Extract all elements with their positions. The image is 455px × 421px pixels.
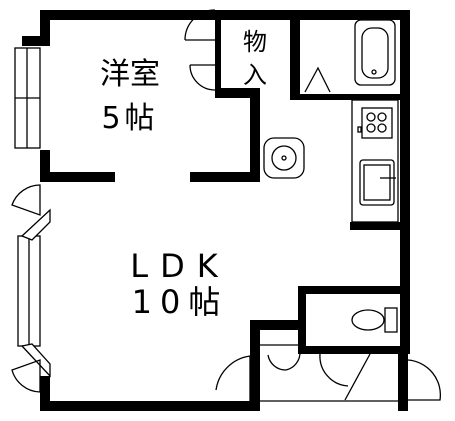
sink xyxy=(359,159,395,206)
wall-bath-bottom xyxy=(300,94,400,100)
wall-entry-left xyxy=(250,320,260,411)
wall-western-bottom-left xyxy=(40,172,115,182)
door-entry-right xyxy=(407,359,442,401)
room-label-storage-2: 入 xyxy=(243,61,267,89)
wall-left-notch xyxy=(22,36,50,46)
door-entry-main xyxy=(215,355,251,401)
door-swing-lower-left xyxy=(11,359,41,393)
toilet-bowl xyxy=(351,309,385,331)
door-swing-upper-left xyxy=(11,184,41,216)
room-label-western: 洋室 xyxy=(100,57,160,92)
wall-kitchen-end xyxy=(350,222,410,230)
room-size-western: 5帖 xyxy=(101,101,159,136)
kitchen-counter xyxy=(351,99,399,223)
wall-entry-right xyxy=(398,354,408,411)
washbasin xyxy=(263,137,305,179)
door-toilet xyxy=(319,353,349,387)
window-bay-bottom xyxy=(20,343,51,378)
toilet-tank xyxy=(384,307,398,333)
wall-left-upper xyxy=(40,10,50,42)
walls xyxy=(22,10,410,411)
wall-right-upper xyxy=(400,10,410,290)
wall-western-bottom-right xyxy=(190,172,260,182)
wall-left-mid xyxy=(40,150,50,182)
room-size-ldk: 10帖 xyxy=(131,283,229,321)
wall-bottom xyxy=(40,401,256,411)
room-label-storage-1: 物 xyxy=(243,28,267,56)
wall-right-lower xyxy=(400,290,410,354)
wall-toilet-top xyxy=(298,286,410,294)
wall-entry-top xyxy=(250,320,300,330)
room-label-ldk: LDK xyxy=(130,247,230,285)
wall-top xyxy=(40,10,410,20)
window-bay-top xyxy=(20,208,51,241)
wall-toilet-bottom xyxy=(298,346,410,354)
wall-western-right xyxy=(250,96,260,182)
fixtures xyxy=(11,9,442,402)
stove xyxy=(361,107,393,139)
wall-storage-bottom xyxy=(215,88,260,98)
bath-door xyxy=(304,66,331,93)
wall-storage-right xyxy=(290,10,300,100)
wall-left-lower xyxy=(40,376,50,411)
bathtub xyxy=(354,19,396,86)
door-storage xyxy=(184,9,216,41)
wall-toilet-left xyxy=(298,286,306,354)
wall-storage-left xyxy=(215,10,221,98)
